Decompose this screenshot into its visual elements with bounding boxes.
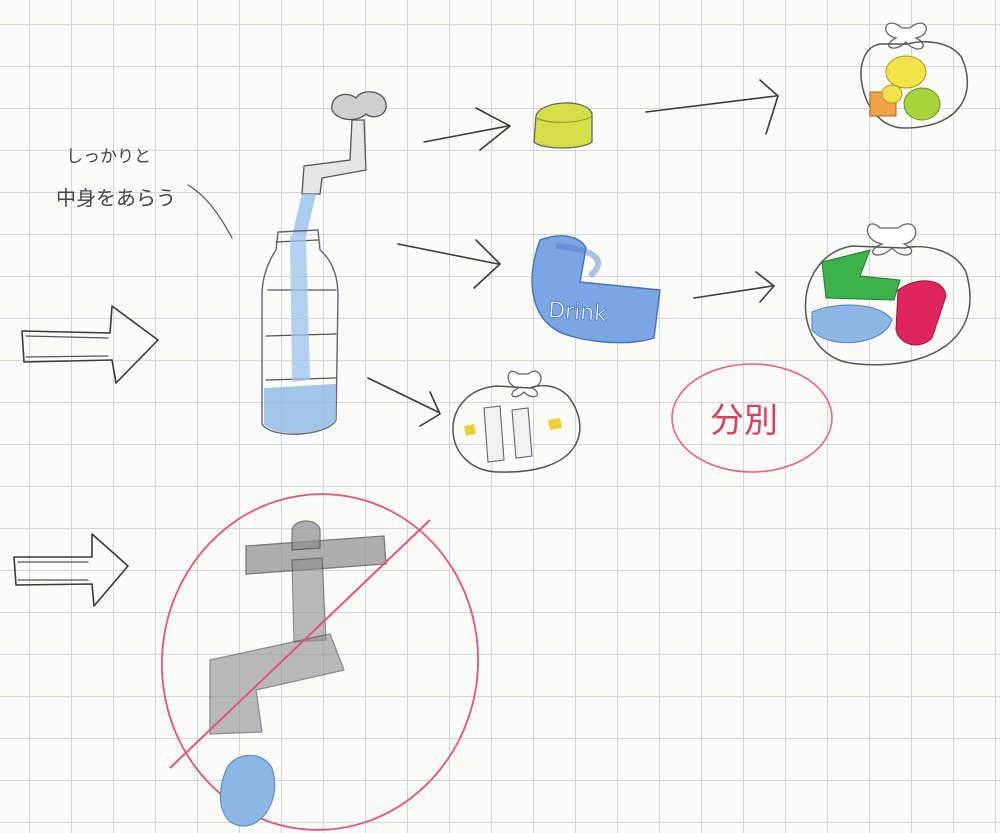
wash-note: しっかりと 中身をあらう <box>56 147 232 238</box>
bottle-label-icon: Drink <box>532 236 660 343</box>
arrow-caps-to-bag <box>646 80 778 134</box>
label-text: Drink <box>547 298 608 327</box>
arrow-to-bottle-bag <box>368 378 440 426</box>
crushed-bottles-bag-icon <box>453 371 580 472</box>
wash-note-line2: 中身をあらう <box>56 186 176 210</box>
big-arrow-icon <box>14 534 128 606</box>
big-arrow-icon <box>22 306 158 383</box>
prohibited-running-faucet-icon <box>145 478 494 833</box>
wash-note-line1: しっかりと <box>66 147 151 167</box>
caps-bag-icon <box>861 23 967 128</box>
bottle-under-faucet-icon <box>262 92 386 434</box>
separate-label-text: 分別 <box>710 401 778 441</box>
labels-bag-icon <box>805 224 970 365</box>
separate-label-circle: 分別 <box>672 364 832 472</box>
bottle-cap-icon <box>534 103 592 148</box>
arrow-labels-to-bag <box>694 272 774 302</box>
arrow-to-label <box>398 240 500 288</box>
arrow-to-cap <box>424 108 510 150</box>
